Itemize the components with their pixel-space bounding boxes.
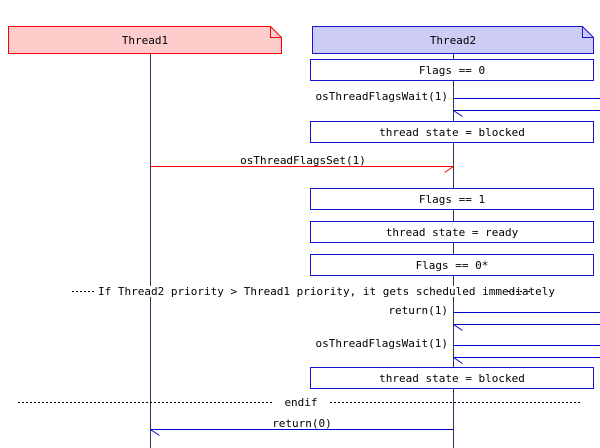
state-box-label: thread state = blocked	[379, 125, 525, 139]
participant-thread1[interactable]: Thread1	[8, 26, 282, 54]
state-box[interactable]: Flags == 0	[310, 59, 594, 81]
state-box-label: Flags == 0*	[415, 258, 489, 272]
message-label-return0[interactable]: return(0)	[272, 417, 332, 430]
message-label-flagsset[interactable]: osThreadFlagsSet(1)	[240, 154, 366, 167]
participant-label-thread1: Thread1	[121, 33, 169, 47]
state-box[interactable]: thread state = ready	[310, 221, 594, 243]
divider-label-if-note[interactable]: If Thread2 priority > Thread1 priority, …	[96, 285, 555, 298]
state-box-label: Flags == 0	[418, 63, 486, 77]
state-box[interactable]: Flags == 1	[310, 188, 594, 210]
state-box-label: thread state = ready	[385, 225, 519, 239]
state-box[interactable]: thread state = blocked	[310, 367, 594, 389]
participant-label-thread2: Thread2	[429, 33, 477, 47]
message-label-wait1[interactable]: osThreadFlagsWait(1)	[315, 90, 448, 103]
participant-note-shape	[8, 26, 282, 54]
message-label-return1[interactable]: return(1)	[388, 304, 448, 317]
participant-thread2[interactable]: Thread2	[312, 26, 594, 54]
state-box[interactable]: Flags == 0*	[310, 254, 594, 276]
message-label-wait2[interactable]: osThreadFlagsWait(1)	[315, 337, 448, 350]
state-box[interactable]: thread state = blocked	[310, 121, 594, 143]
participant-note-shape	[312, 26, 594, 54]
divider-label-endif-note[interactable]: endif	[272, 397, 330, 408]
state-box-label: thread state = blocked	[379, 371, 525, 385]
state-box-label: Flags == 1	[418, 192, 486, 206]
